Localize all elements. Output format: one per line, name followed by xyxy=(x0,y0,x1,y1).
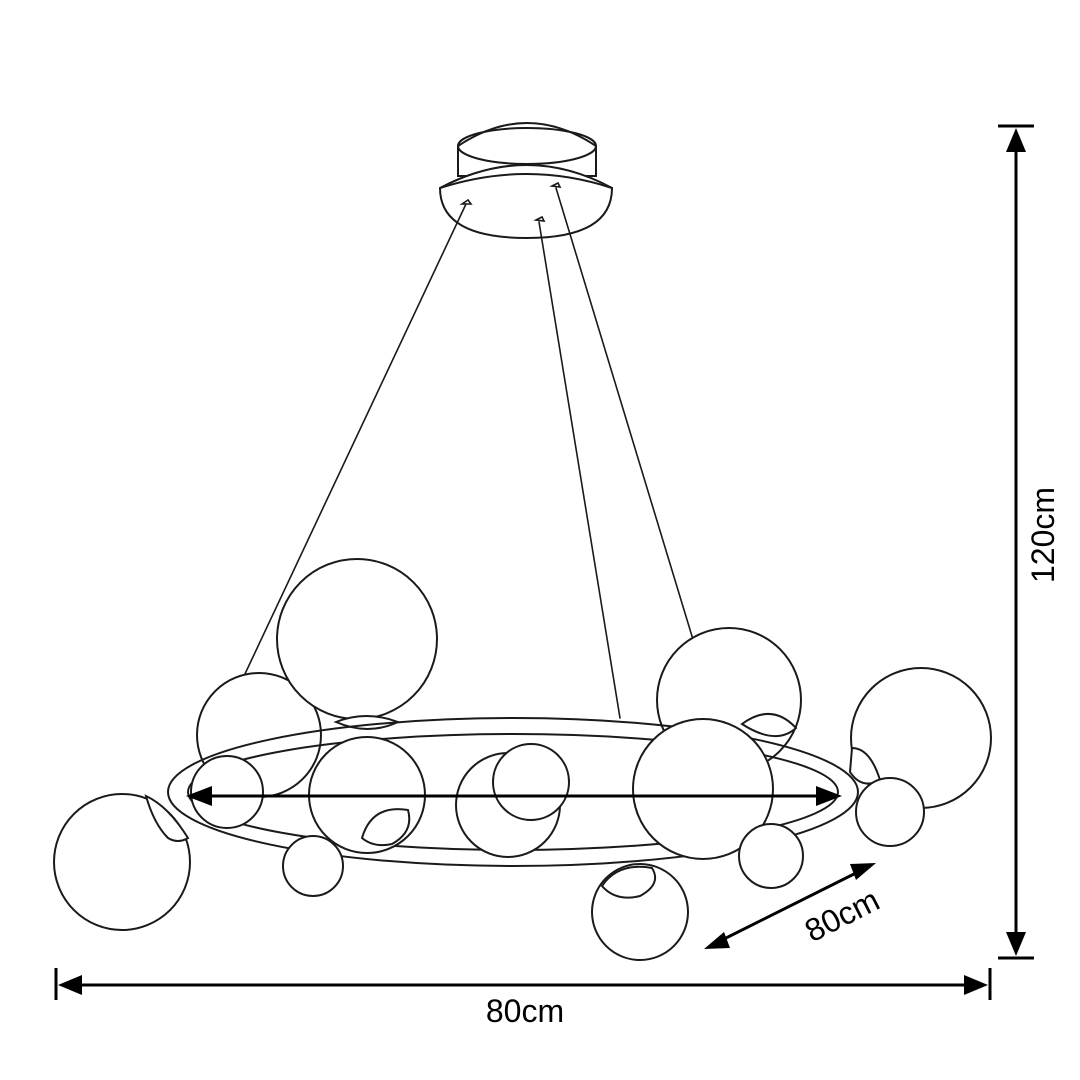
height-dimension: 120cm xyxy=(998,124,1061,960)
front-globes xyxy=(53,718,925,961)
globe xyxy=(190,755,264,829)
width-dimension: 80cm xyxy=(54,968,992,1029)
globe xyxy=(282,835,344,897)
globe xyxy=(738,823,804,889)
globe xyxy=(855,777,925,847)
globe xyxy=(276,558,438,720)
globe xyxy=(53,793,191,931)
width-label: 80cm xyxy=(486,993,564,1029)
ring-diameter-dimension xyxy=(186,786,842,806)
suspension-cables xyxy=(201,187,724,759)
globe xyxy=(492,743,570,821)
ceiling-canopy xyxy=(438,122,614,240)
depth-label: 80cm xyxy=(799,881,885,949)
height-label: 120cm xyxy=(1025,487,1061,583)
globe xyxy=(632,718,774,860)
